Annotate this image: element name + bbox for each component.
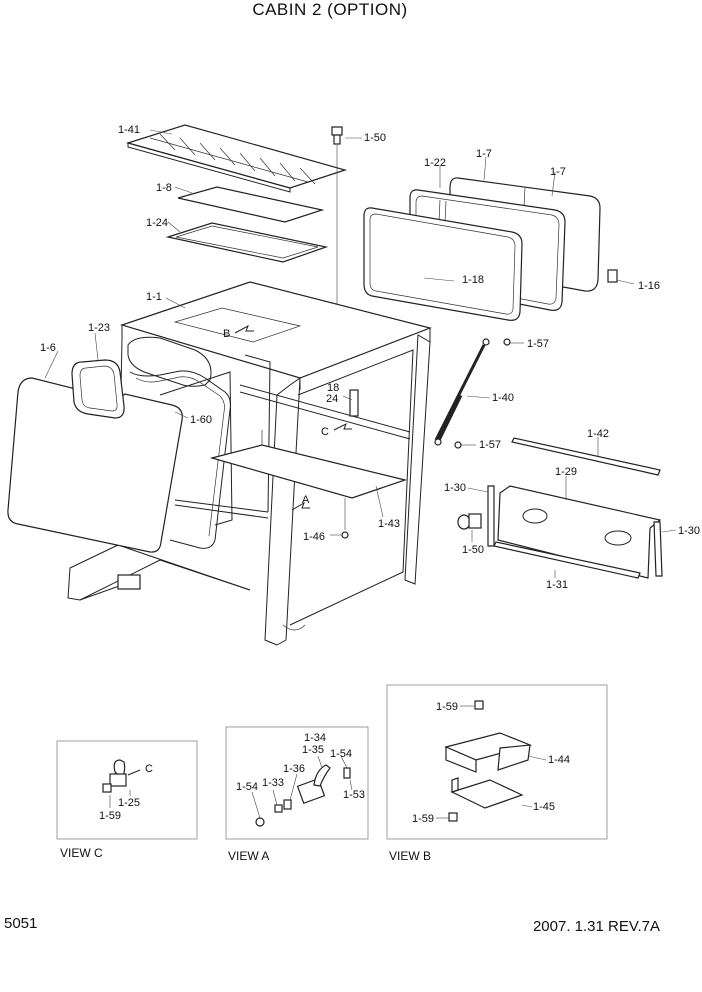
window-seal-1-60 bbox=[129, 370, 231, 549]
view-b-callout-1-45: 1-45 bbox=[533, 801, 555, 813]
leader-lines bbox=[44, 129, 677, 819]
callout-1-43: 1-43 bbox=[378, 518, 400, 530]
callout-1-57-bottom: 1-57 bbox=[479, 439, 501, 451]
callout-1-40: 1-40 bbox=[492, 392, 514, 404]
arrow-label-c: C bbox=[321, 426, 329, 438]
cover-plate-1-29 bbox=[497, 485, 662, 579]
callout-18: 18 bbox=[327, 382, 339, 394]
view-a-title: VIEW A bbox=[228, 849, 270, 863]
view-b-title: VIEW B bbox=[389, 849, 432, 863]
callout-1-31: 1-31 bbox=[546, 579, 568, 591]
page-number: 5051 bbox=[4, 915, 38, 932]
view-b-callout-1-59-top: 1-59 bbox=[436, 701, 458, 713]
callout-1-7-b: 1-7 bbox=[550, 166, 566, 178]
arrow-label-b: B bbox=[223, 328, 230, 340]
gas-strut-1-40 bbox=[434, 338, 511, 449]
view-c-latch bbox=[102, 759, 127, 793]
callout-1-57-top: 1-57 bbox=[527, 338, 549, 350]
strip-1-30-right bbox=[653, 521, 663, 577]
view-c-box bbox=[56, 740, 198, 840]
callout-1-8: 1-8 bbox=[156, 182, 172, 194]
view-a-callout-1-53: 1-53 bbox=[343, 789, 365, 801]
view-a-callout-1-36: 1-36 bbox=[283, 763, 305, 775]
sunroof-glass-1-8 bbox=[177, 186, 325, 223]
view-b-callout-1-59-bottom: 1-59 bbox=[412, 813, 434, 825]
callout-labels: 1-41 1-50 1-8 1-24 1-22 1-7 1-7 1-16 1-1… bbox=[40, 124, 700, 825]
callout-1-30-left: 1-30 bbox=[444, 482, 466, 494]
view-a-callout-1-34: 1-34 bbox=[304, 732, 326, 744]
view-c-callout-1-59: 1-59 bbox=[99, 810, 121, 822]
sunroof-seal-1-24 bbox=[165, 222, 329, 263]
roof-sunshade-1-41 bbox=[125, 124, 348, 193]
callout-24: 24 bbox=[326, 393, 338, 405]
view-a-callout-1-54-top: 1-54 bbox=[330, 748, 352, 760]
window-seal-1-18 bbox=[363, 207, 523, 321]
view-b-brackets bbox=[444, 700, 532, 822]
seal-strip-1-42 bbox=[511, 437, 661, 476]
floor-panel-1-43 bbox=[209, 430, 408, 539]
view-a-box bbox=[225, 726, 369, 840]
view-a-callout-1-33: 1-33 bbox=[262, 777, 284, 789]
callout-1-16: 1-16 bbox=[638, 280, 660, 292]
callout-1-24: 1-24 bbox=[146, 217, 168, 229]
callout-1-29: 1-29 bbox=[555, 466, 577, 478]
strip-1-31 bbox=[493, 541, 641, 579]
callout-1-1: 1-1 bbox=[146, 291, 162, 303]
callout-1-42: 1-42 bbox=[587, 428, 609, 440]
view-b-box bbox=[386, 684, 608, 840]
callout-1-46: 1-46 bbox=[303, 531, 325, 543]
rear-window-frame-1-23 bbox=[71, 359, 125, 419]
view-c-label-c: C bbox=[145, 763, 153, 775]
callout-1-18: 1-18 bbox=[462, 274, 484, 286]
callout-1-50-top: 1-50 bbox=[364, 132, 386, 144]
view-b-callout-1-44: 1-44 bbox=[548, 754, 570, 766]
view-a-callout-1-35: 1-35 bbox=[302, 744, 324, 756]
callout-1-6: 1-6 bbox=[40, 342, 56, 354]
knob-1-50 bbox=[457, 513, 482, 530]
view-arrows bbox=[127, 324, 352, 776]
callout-1-7-a: 1-7 bbox=[476, 148, 492, 160]
callout-1-22: 1-22 bbox=[424, 157, 446, 169]
callout-1-41: 1-41 bbox=[118, 124, 140, 136]
callout-1-23: 1-23 bbox=[88, 322, 110, 334]
callout-1-30-right: 1-30 bbox=[678, 525, 700, 537]
page-title: CABIN 2 (OPTION) bbox=[252, 0, 408, 19]
arrow-label-a: A bbox=[302, 494, 310, 506]
view-c-callout-1-25: 1-25 bbox=[118, 797, 140, 809]
view-a-lock bbox=[255, 764, 351, 827]
cabin-frame-1-1 bbox=[67, 281, 432, 646]
view-c-title: VIEW C bbox=[60, 846, 103, 860]
revision-stamp: 2007. 1.31 REV.7A bbox=[532, 918, 660, 935]
view-a-callout-1-54-left: 1-54 bbox=[236, 781, 258, 793]
strip-1-30-left bbox=[487, 485, 495, 547]
callout-1-50: 1-50 bbox=[462, 544, 484, 556]
callout-1-60: 1-60 bbox=[190, 414, 212, 426]
